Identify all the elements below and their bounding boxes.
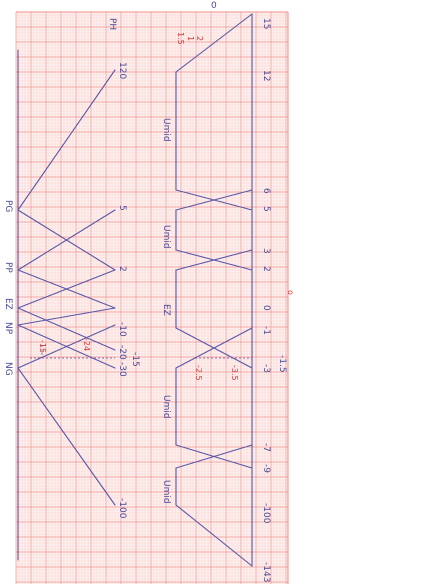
svg-text:NG: NG [3, 362, 13, 376]
svg-text:15: 15 [261, 18, 271, 29]
svg-text:-10: -10 [117, 322, 127, 337]
svg-text:-24: -24 [82, 338, 91, 351]
svg-text:-100: -100 [261, 503, 271, 524]
svg-text:-3: -3 [261, 364, 271, 373]
svg-text:2: 2 [117, 266, 127, 272]
svg-text:-20: -20 [117, 345, 127, 360]
svg-text:PG: PG [3, 200, 13, 212]
svg-text:0: 0 [261, 305, 271, 311]
svg-text:0: 0 [211, 1, 217, 11]
svg-text:-7: -7 [261, 443, 271, 452]
left-panel: PH 0 PG PP EZ NP NG 120 5 2 -10 -15 -20 … [3, 1, 217, 561]
svg-text:5: 5 [117, 205, 127, 211]
svg-text:Umid: Umid [161, 395, 171, 419]
svg-text:12: 12 [261, 70, 271, 81]
svg-text:-30: -30 [117, 362, 127, 377]
svg-text:-1.5: -1.5 [277, 355, 287, 373]
svg-text:-15: -15 [130, 352, 140, 367]
svg-text:NP: NP [3, 322, 13, 335]
svg-text:EZ: EZ [3, 298, 13, 310]
svg-text:-1: -1 [261, 326, 271, 335]
svg-text:5: 5 [261, 206, 271, 212]
svg-text:2: 2 [195, 36, 204, 41]
svg-text:-3.5: -3.5 [230, 365, 239, 381]
svg-text:Umid: Umid [161, 118, 171, 142]
svg-text:120: 120 [117, 62, 127, 79]
svg-text:Umid: Umid [161, 225, 171, 249]
svg-text:-143: -143 [261, 562, 271, 582]
svg-text:2: 2 [261, 266, 271, 272]
svg-text:1: 1 [186, 36, 195, 41]
svg-text:-9: -9 [261, 464, 271, 473]
svg-text:-15: -15 [38, 340, 47, 353]
svg-text:-100: -100 [117, 498, 127, 519]
svg-text:-2.5: -2.5 [194, 365, 203, 381]
grid-area [16, 12, 288, 584]
svg-text:o: o [286, 290, 295, 295]
ph-axis-label: PH [107, 18, 117, 30]
svg-text:PP: PP [3, 262, 13, 273]
svg-text:Umid: Umid [161, 480, 171, 504]
right-panel: Umid Umid EZ Umid Umid 15 12 6 5 3 2 0 -… [161, 13, 295, 582]
svg-text:6: 6 [261, 188, 271, 194]
svg-text:1.5: 1.5 [176, 32, 185, 45]
svg-text:EZ: EZ [161, 304, 171, 316]
svg-text:3: 3 [261, 248, 271, 254]
